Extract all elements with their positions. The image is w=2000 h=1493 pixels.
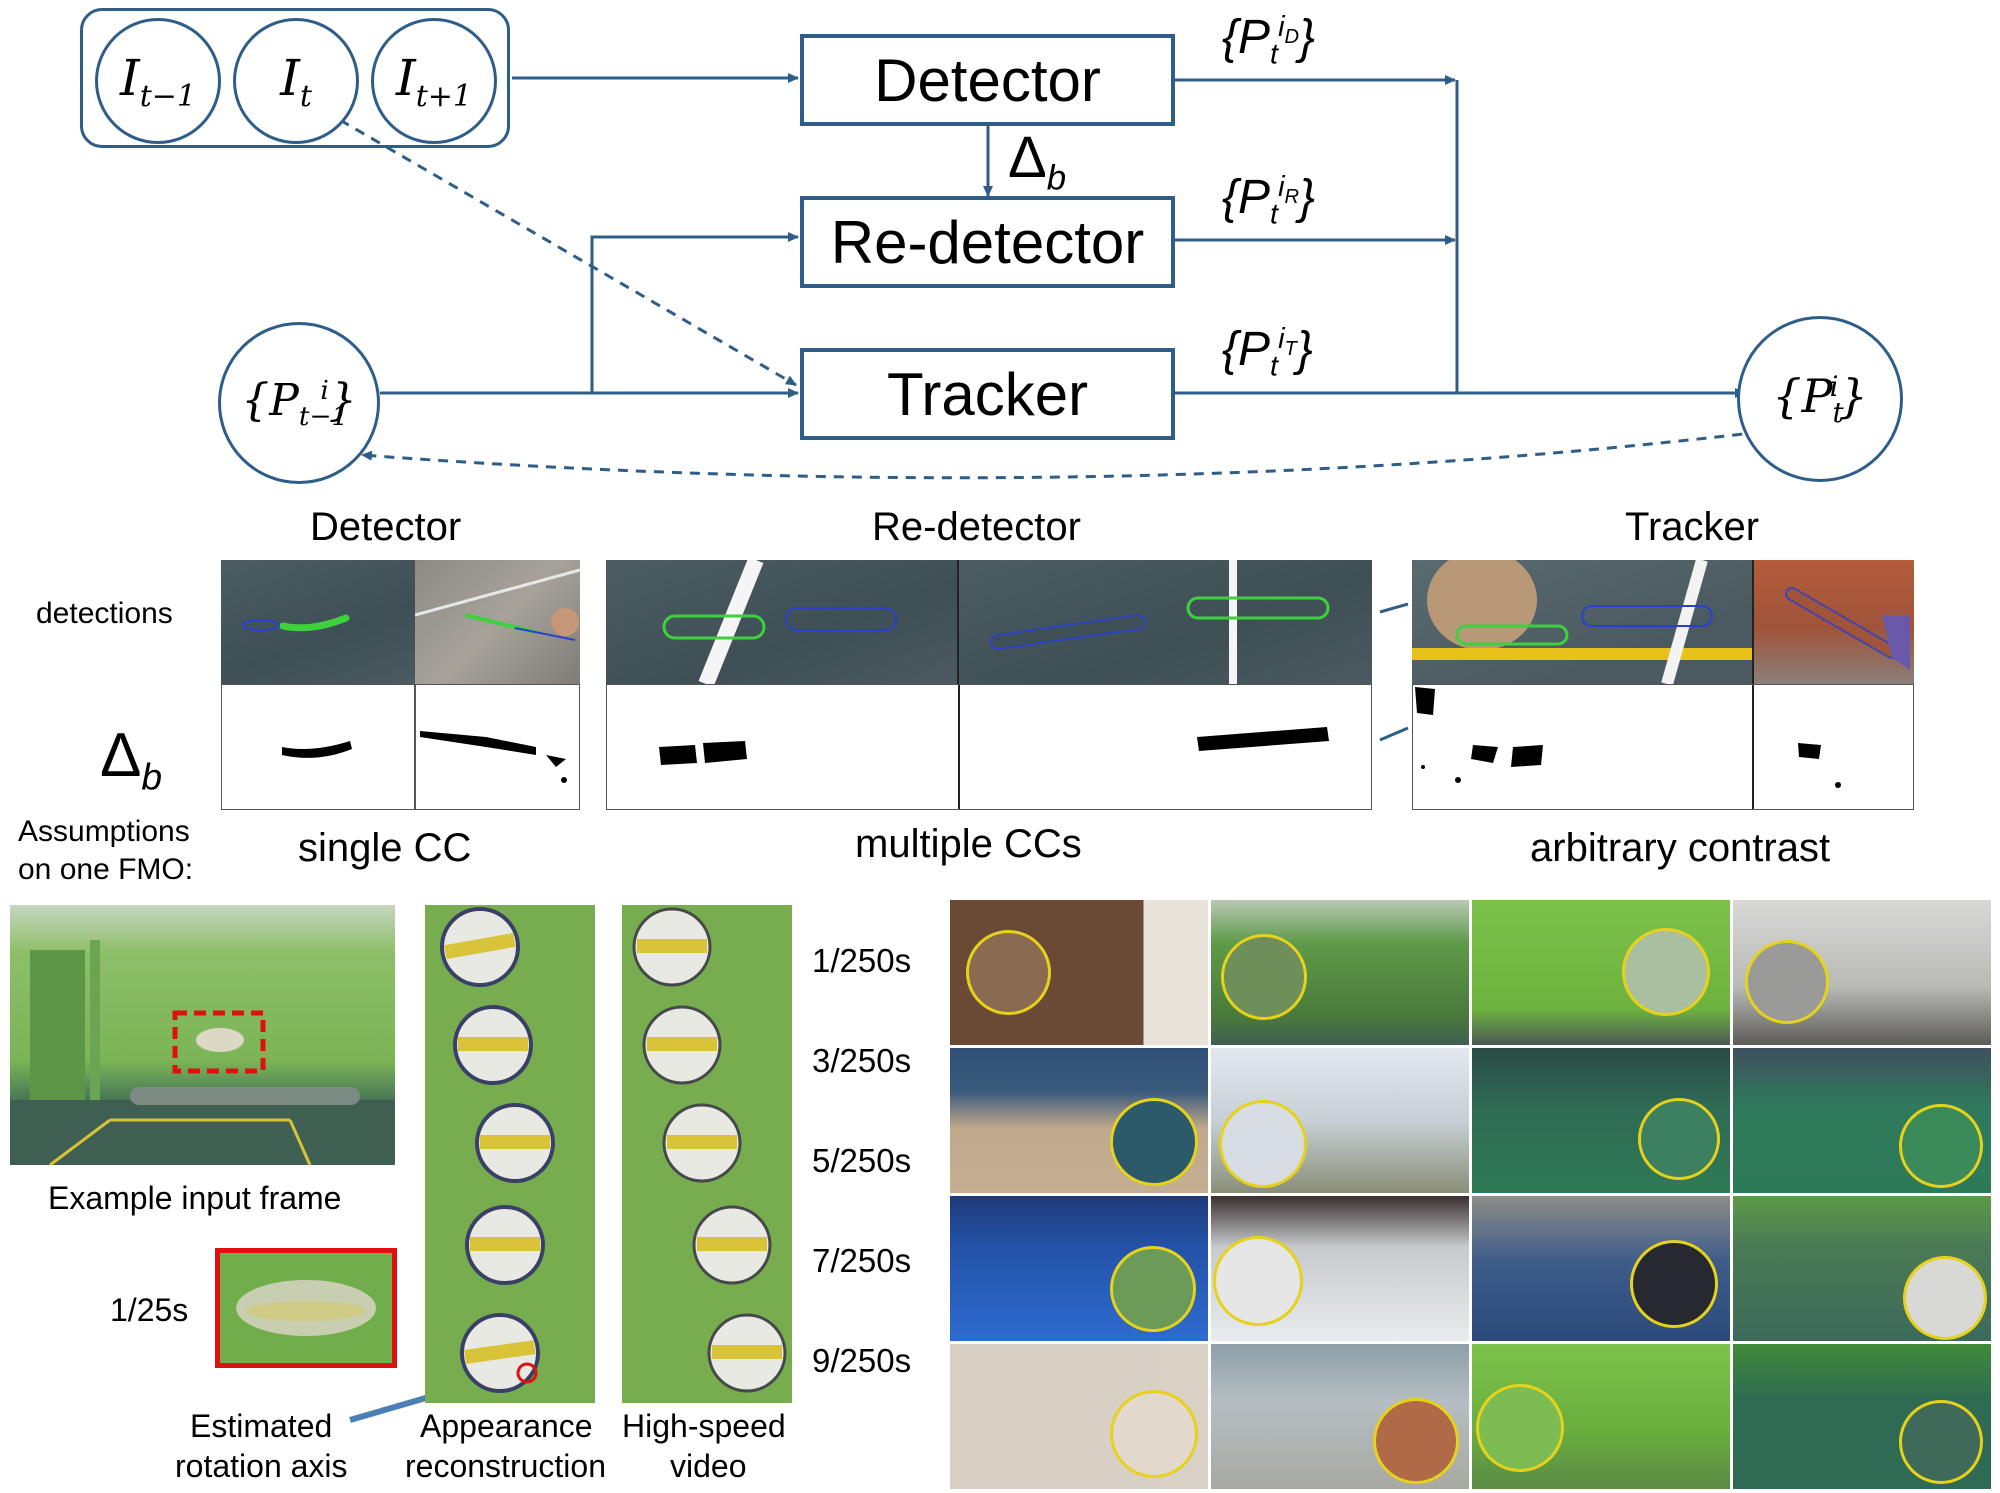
dataset-thumbnail (1211, 1196, 1469, 1341)
caption-appearance-line1: Appearance (420, 1408, 593, 1444)
zoom-circle (1622, 928, 1710, 1016)
caption-rotation-axis-line1: Estimated (190, 1408, 333, 1444)
zoom-circle (1373, 1398, 1459, 1484)
section-title-detector: Detector (310, 505, 462, 549)
delta-b-label: Δb (1008, 125, 1067, 198)
redetector-detection-image-2 (958, 560, 1372, 684)
example-exposure: 1/25s (110, 1292, 189, 1328)
section-title-tracker: Tracker (1625, 505, 1760, 549)
zoom-circle (1899, 1104, 1983, 1188)
tracker-detection-image-1 (1412, 560, 1752, 684)
zoom-circle (1630, 1240, 1718, 1328)
arrow-feedback (361, 430, 1761, 480)
timing-label-4: 7/250s (812, 1242, 912, 1279)
detector-detection-image-2 (415, 560, 580, 684)
frame-prev: It−1 (95, 18, 221, 144)
dataset-thumbnail (1733, 1196, 1991, 1341)
redetector-box: Re-detector (800, 196, 1175, 288)
zoom-circle (1221, 934, 1307, 1020)
redetector-detection-image-1 (606, 560, 958, 684)
previous-state: {Pt−1i} (218, 322, 380, 484)
detector-delta-image-2 (415, 684, 580, 810)
zoom-circle (1219, 1100, 1307, 1188)
detector-box: Detector (800, 34, 1175, 126)
timing-label-2: 3/250s (812, 1042, 912, 1079)
section-title-redetector: Re-detector (872, 505, 1081, 549)
zoom-circle (1638, 1098, 1720, 1180)
assumption-single-cc: single CC (298, 826, 472, 870)
row-label-detections: detections (36, 597, 173, 630)
tracker-pointer-bottom (1379, 726, 1409, 742)
dataset-thumbnail (950, 900, 1208, 1045)
dataset-thumbnail (1733, 1344, 1991, 1489)
dataset-thumbnail (950, 1196, 1208, 1341)
tracker-separator (1752, 560, 1754, 684)
tracker-box: Tracker (800, 348, 1175, 440)
dataset-thumbnail (1733, 1048, 1991, 1193)
detector-output-label: {PtiD} (1222, 11, 1316, 71)
timing-label-5: 9/250s (812, 1342, 912, 1379)
detector-detection-image-1 (221, 560, 415, 684)
timing-label-1: 1/250s (812, 942, 912, 979)
row-label-delta: Δb (100, 721, 163, 798)
timing-label-3: 5/250s (812, 1142, 912, 1179)
dataset-thumbnail (950, 1048, 1208, 1193)
current-state: {Pti} (1737, 316, 1903, 482)
dataset-thumbnail (1472, 1196, 1730, 1341)
zoom-circle (966, 930, 1051, 1015)
zoom-circle (1745, 940, 1829, 1024)
dataset-thumbnail (1472, 900, 1730, 1045)
dataset-thumbnail (1733, 900, 1991, 1045)
frame-current: It (233, 18, 359, 144)
blurred-ball-crop (215, 1248, 397, 1368)
zoom-circle (1110, 1390, 1198, 1478)
example-frame-caption: Example input frame (48, 1180, 342, 1216)
input-frames-group (80, 8, 510, 148)
zoom-circle (1903, 1256, 1987, 1340)
high-speed-video-strip (622, 905, 792, 1403)
detector-delta-image-1 (221, 684, 415, 810)
arrow-state-to-redetector (590, 232, 799, 393)
dataset-thumbnail (1472, 1344, 1730, 1489)
dataset-thumbnail (1211, 1048, 1469, 1193)
dataset-thumbnail (1211, 900, 1469, 1045)
redetector-output-label: {PtiR} (1222, 171, 1316, 231)
caption-highspeed-line1: High-speed (622, 1408, 786, 1444)
assumptions-label-line2: on one FMO: (18, 853, 194, 886)
dataset-thumbnail (950, 1344, 1208, 1489)
assumption-arbitrary-contrast: arbitrary contrast (1530, 826, 1831, 870)
dataset-thumbnail (1472, 1048, 1730, 1193)
assumptions-label-line1: Assumptions (18, 815, 190, 848)
zoom-circle (1213, 1236, 1303, 1326)
zoom-circle (1476, 1384, 1564, 1472)
tracker-pointer-top (1379, 602, 1409, 614)
zoom-circle (1110, 1098, 1198, 1186)
frame-next: It+1 (371, 18, 497, 144)
appearance-reconstruction-strip (425, 905, 595, 1403)
dataset-thumbnail (1211, 1344, 1469, 1489)
redetector-delta-image (606, 684, 1372, 810)
caption-appearance-line2: reconstruction (405, 1448, 606, 1484)
tracker-output-label: {PtiT} (1222, 323, 1313, 383)
tracker-delta-image (1412, 684, 1914, 810)
caption-highspeed-line2: video (670, 1448, 747, 1484)
arrow-frame-to-tracker (339, 118, 797, 387)
assumption-multiple-ccs: multiple CCs (855, 822, 1082, 866)
redetector-separator (957, 560, 959, 684)
zoom-circle (1899, 1400, 1983, 1484)
example-input-frame (10, 905, 395, 1165)
tracker-detection-image-2 (1752, 560, 1914, 684)
zoom-circle (1110, 1246, 1196, 1332)
caption-rotation-axis-line2: rotation axis (175, 1448, 348, 1484)
